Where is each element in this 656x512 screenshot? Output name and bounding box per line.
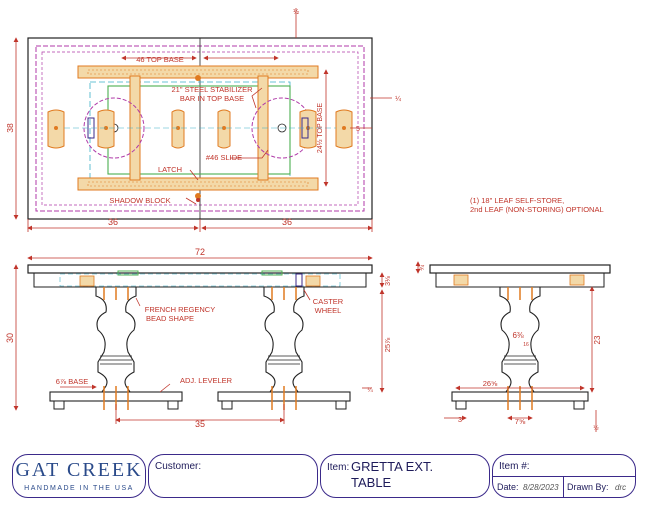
item-label: Item:: [327, 462, 350, 473]
dim-depth: 38: [5, 123, 15, 133]
date-value: 8/28/2023: [523, 483, 559, 492]
top-view-dim-text: 38 36 36 46 TOP BASE 21" STEEL STABILIZE…: [5, 8, 401, 227]
item-number-box: Item #: Date: 8/28/2023 Drawn By: drc: [492, 454, 636, 498]
dim-center: 7⅝: [515, 417, 526, 426]
dim-base-width: 26⅝: [483, 379, 498, 388]
side-view-dimensions: [415, 261, 597, 432]
label-shadow-block: SHADOW BLOCK: [109, 196, 170, 205]
item-number-label: Item #:: [499, 461, 530, 472]
dim-half-right: 36: [282, 217, 292, 227]
dim-side-bottom: ½: [593, 424, 599, 432]
dim-side-height: 23: [593, 335, 602, 344]
dim-length: 72: [195, 247, 205, 257]
leaf-note: (1) 18" LEAF SELF-STORE, 2nd LEAF (NON-S…: [470, 196, 604, 214]
label-stabilizer-2: BAR IN TOP BASE: [180, 94, 244, 103]
item-value-line1: GRETTA EXT.: [351, 459, 434, 474]
front-view-dimensions: [13, 255, 385, 424]
front-view-dim-text: 72 30 35 3⅛ 25⅞ 6⅞ BASE ¼ FRENCH REGENCY…: [5, 247, 392, 429]
dim-top: ½: [293, 8, 299, 16]
brand-box: Gat Creek HANDMADE IN THE USA: [12, 454, 146, 498]
pedestal-right: [263, 286, 305, 393]
customer-box: Customer:: [148, 454, 318, 498]
label-stabilizer-1: 21" STEEL STABILIZER: [171, 85, 253, 94]
dim-pedestal-spacing: 35: [195, 419, 205, 429]
brand-logo: Gat Creek: [15, 459, 143, 481]
label-top-base: 46 TOP BASE: [136, 55, 184, 64]
customer-label: Customer:: [155, 461, 202, 472]
brand-tagline: HANDMADE IN THE USA: [24, 485, 134, 492]
dim-base: 6⅞ BASE: [56, 377, 89, 386]
dim-half-left: 36: [108, 217, 118, 227]
drawn-by-label: Drawn By:: [567, 482, 609, 492]
top-view-dimensions: [13, 8, 392, 232]
front-tabletop: [27, 264, 373, 274]
dim-bead: 6⅜: [512, 331, 523, 340]
label-slide: #46 SLIDE: [206, 153, 242, 162]
dim-right-mid: 5: [356, 126, 360, 133]
dim-right: ¼: [395, 96, 401, 103]
pedestal-left: [95, 286, 137, 393]
dim-leg-height: 25⅞: [383, 337, 392, 352]
top-view: [27, 37, 373, 220]
dim-bead-sub: 16: [523, 342, 529, 348]
dim-top-base-side: 24½ TOP BASE: [316, 103, 324, 154]
side-tabletop: [429, 264, 611, 274]
dim-side-top: ¾: [419, 265, 426, 271]
slide-rail-bottom: [77, 177, 319, 191]
dim-height: 30: [5, 333, 15, 343]
label-latch: LATCH: [158, 165, 182, 174]
item-box: Item: GRETTA EXT. TABLE: [320, 454, 490, 498]
label-caster-2: WHEEL: [315, 306, 342, 315]
label-french-1: FRENCH REGENCY: [145, 305, 215, 314]
drawn-by-value: drc: [615, 483, 627, 492]
dim-foot: 3: [458, 415, 462, 424]
dim-small: ¼: [367, 387, 373, 394]
leaf-note-line2: 2nd LEAF (NON-STORING) OPTIONAL: [470, 205, 604, 214]
item-value-line2: TABLE: [351, 475, 392, 490]
title-divider-v: [563, 476, 564, 498]
side-view-dim-text: ¾ 23 6⅜ 16 26⅝ 3 7⅝ ½: [419, 265, 602, 432]
pedestal-circle-left: [83, 97, 145, 159]
leaf-note-line1: (1) 18" LEAF SELF-STORE,: [470, 196, 564, 205]
dim-apron: 3⅛: [385, 276, 392, 286]
front-view: [27, 264, 373, 410]
date-label: Date:: [497, 482, 519, 492]
label-caster-1: CASTER: [313, 297, 344, 306]
front-apron: [33, 272, 367, 288]
title-divider-h: [493, 476, 635, 477]
label-leveler: ADJ. LEVELER: [180, 376, 233, 385]
label-french-2: BEAD SHAPE: [146, 314, 194, 323]
